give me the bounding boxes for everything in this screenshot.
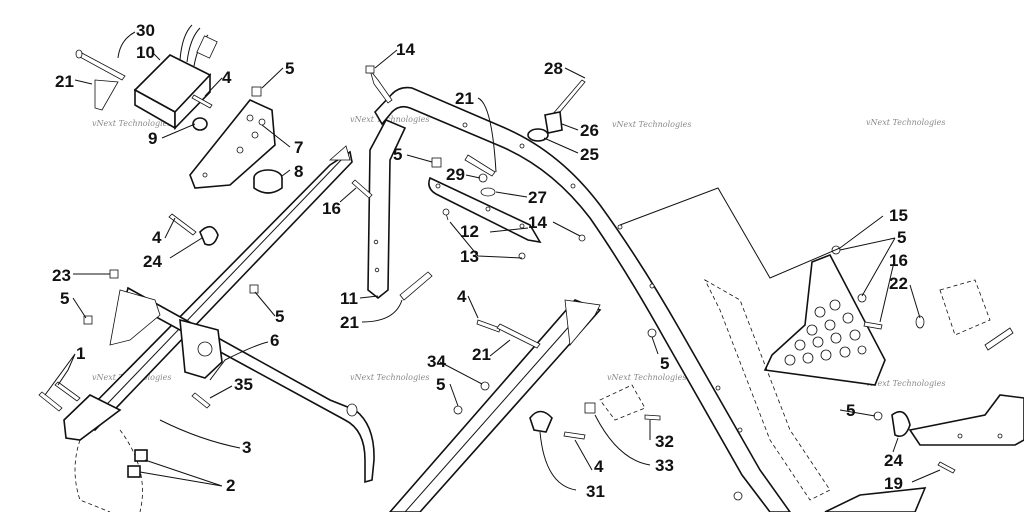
upright-bar <box>367 118 407 300</box>
callout-27: 27 <box>528 188 547 207</box>
callout-26: 26 <box>580 121 599 140</box>
callout-35: 35 <box>234 375 253 394</box>
callout-31: 31 <box>586 482 605 501</box>
callout-14: 14 <box>396 40 415 59</box>
callout-19: 19 <box>884 474 903 493</box>
lower-curved-bar <box>109 286 375 484</box>
callout-21c: 21 <box>340 313 359 332</box>
callout-16: 16 <box>322 199 341 218</box>
callout-15: 15 <box>889 206 908 225</box>
callout-5g: 5 <box>660 354 669 373</box>
callout-21b: 21 <box>455 89 474 108</box>
callout-34: 34 <box>427 352 446 371</box>
callout-4d: 4 <box>594 457 604 476</box>
control-module <box>133 24 218 130</box>
callout-5: 5 <box>285 59 294 78</box>
right-lower-bracket <box>824 394 1024 512</box>
watermark-2: vNext Technologies <box>350 115 429 124</box>
callout-23: 23 <box>52 266 71 285</box>
callout-12: 12 <box>460 222 479 241</box>
fasteners <box>38 49 1014 501</box>
lower-channel <box>388 299 602 512</box>
callout-10: 10 <box>136 43 155 62</box>
callout-2: 2 <box>226 476 235 495</box>
callout-22: 22 <box>889 274 908 293</box>
callout-24b: 24 <box>884 451 903 470</box>
mid-plate <box>179 318 223 379</box>
callout-32: 32 <box>655 432 674 451</box>
callout-5c: 5 <box>897 228 906 247</box>
callout-5b: 5 <box>393 145 402 164</box>
callout-16b: 16 <box>889 251 908 270</box>
callout-5e: 5 <box>275 307 284 326</box>
callout-24: 24 <box>143 252 162 271</box>
leader-lines <box>44 31 941 491</box>
watermark-6: vNext Technologies <box>350 373 429 382</box>
callout-4b: 4 <box>152 228 162 247</box>
callout-4c: 4 <box>457 287 467 306</box>
callout-5f: 5 <box>436 375 445 394</box>
callout-4: 4 <box>222 68 232 87</box>
callout-28: 28 <box>544 59 563 78</box>
callout-11: 11 <box>340 289 358 308</box>
watermark-3: vNext Technologies <box>612 120 691 129</box>
watermark-1: vNext Technologies <box>92 119 171 128</box>
callout-7: 7 <box>294 138 303 157</box>
callout-8: 8 <box>294 162 303 181</box>
callout-30: 30 <box>136 21 155 40</box>
callout-33: 33 <box>655 456 674 475</box>
watermark-7: vNext Technologies <box>607 373 686 382</box>
callout-13: 13 <box>460 247 479 266</box>
watermark-4: vNext Technologies <box>866 118 945 127</box>
callout-25: 25 <box>580 145 599 164</box>
dashed-frame <box>704 278 831 501</box>
callout-5h: 5 <box>846 401 855 420</box>
bracket-plate-7 <box>189 99 276 189</box>
callout-29: 29 <box>446 165 465 184</box>
callouts: 30 10 21 4 5 9 7 8 16 14 5 21 29 27 12 1… <box>52 21 908 501</box>
bracket-12 <box>428 176 542 244</box>
callout-21d: 21 <box>472 345 491 364</box>
callout-3: 3 <box>242 438 251 457</box>
callout-9: 9 <box>148 129 157 148</box>
rail-end-left <box>63 394 143 512</box>
right-plate <box>763 253 886 386</box>
callout-1: 1 <box>76 344 85 363</box>
callout-5d: 5 <box>60 289 69 308</box>
main-frame-tube <box>374 86 791 512</box>
callout-14b: 14 <box>528 213 547 232</box>
callout-21: 21 <box>55 72 74 91</box>
watermark-8: vNext Technologies <box>866 379 945 388</box>
long-rail-left <box>78 145 353 432</box>
relay-8 <box>253 169 283 194</box>
callout-6: 6 <box>270 331 279 350</box>
